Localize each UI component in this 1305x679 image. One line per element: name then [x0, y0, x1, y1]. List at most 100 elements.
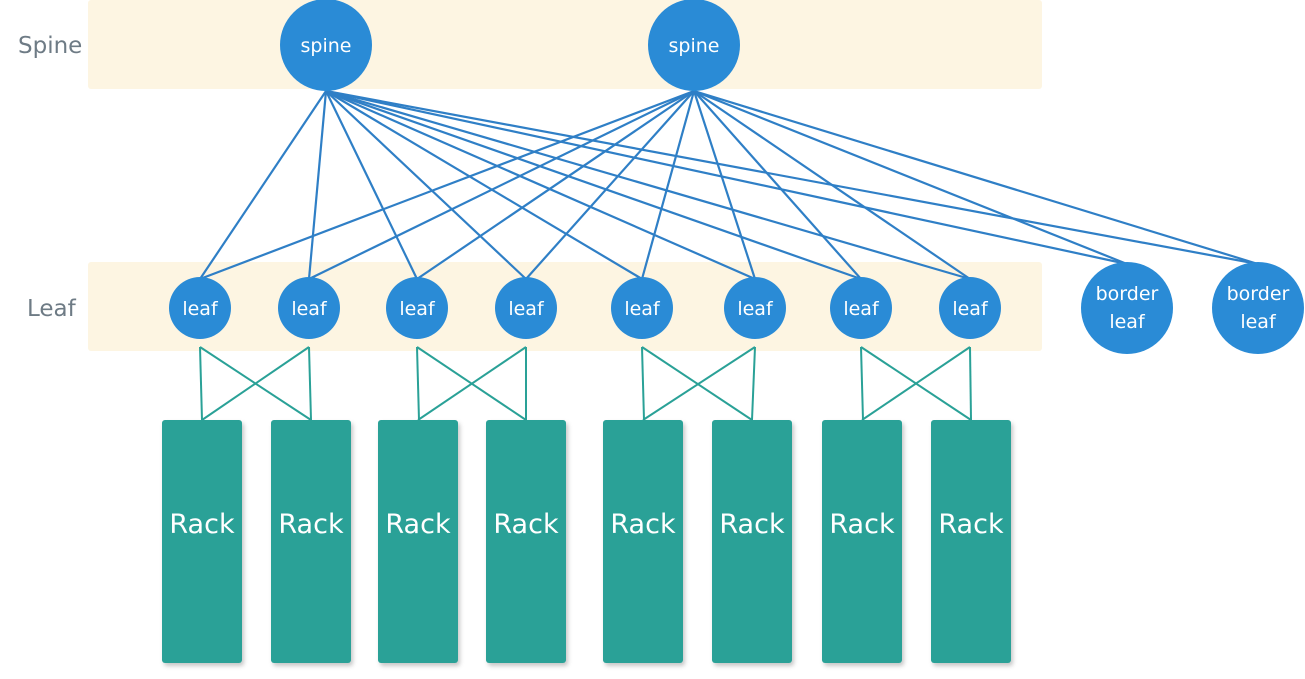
spine-tier-band [88, 0, 1042, 89]
link-leaf-1-rack-1 [199, 346, 203, 421]
link-spine-2-leaf-6 [692, 90, 757, 280]
leaf-1: leaf [169, 277, 231, 339]
rack-label: Rack [719, 509, 785, 540]
leaf-2: leaf [278, 277, 340, 339]
leaf-node-label: leaf [291, 298, 328, 320]
leaf-node-circle [611, 277, 673, 339]
rack-group: Rack Rack Rack Rack Rack Rack Rack Rack [162, 420, 1011, 663]
border-leaf-2: border leaf [1212, 262, 1304, 354]
link-spine-2-border-leaf-2 [693, 89, 1259, 266]
border-leaf-node-label: leaf [1109, 311, 1146, 333]
link-spine-2-leaf-3 [416, 90, 695, 280]
link-spine-1-border-leaf-2 [325, 89, 1259, 266]
link-spine-2-border-leaf-1 [693, 89, 1128, 266]
link-spine-1-border-leaf-1 [325, 89, 1128, 266]
link-leaf-3-rack-3 [416, 346, 420, 421]
link-spine-1-leaf-4 [325, 90, 527, 280]
leaf-node-circle [724, 277, 786, 339]
rack-box [162, 420, 242, 663]
leaf-node-circle [939, 277, 1001, 339]
leaf-node-circle [278, 277, 340, 339]
leaf-node-label: leaf [952, 298, 989, 320]
rack-8: Rack [931, 420, 1011, 663]
link-spine-1-leaf-3 [325, 90, 418, 280]
leaf-6: leaf [724, 277, 786, 339]
rack-label: Rack [278, 509, 344, 540]
link-spine-2-leaf-1 [199, 89, 695, 281]
switch-nodes: spine spine leaf leaf leaf leaf leaf leaf leaf le… [169, 0, 1304, 354]
link-leaf-4-rack-3 [417, 346, 527, 421]
rack-label: Rack [610, 509, 676, 540]
link-spine-2-leaf-8 [693, 90, 971, 280]
rack-6: Rack [712, 420, 792, 663]
leaf-node-label: leaf [508, 298, 545, 320]
rack-box [603, 420, 683, 663]
link-leaf-5-rack-5 [641, 346, 645, 421]
border-leaf-node-label: border [1227, 283, 1290, 305]
leaf-node-label: leaf [624, 298, 661, 320]
leaf-node-circle [830, 277, 892, 339]
rack-4: Rack [486, 420, 566, 663]
spine-1: spine [280, 0, 372, 91]
leaf-8: leaf [939, 277, 1001, 339]
rack-box [712, 420, 792, 663]
link-spine-1-leaf-5 [325, 90, 643, 280]
spine-node-label: spine [669, 35, 720, 57]
rack-5: Rack [603, 420, 683, 663]
leaf-node-label: leaf [737, 298, 774, 320]
leaf-tier-label: Leaf [27, 296, 77, 322]
rack-box [931, 420, 1011, 663]
link-leaf-7-rack-7 [860, 346, 864, 421]
leaf-tier-band [88, 262, 1042, 351]
leaf-node-label: leaf [843, 298, 880, 320]
link-leaf-6-rack-5 [642, 346, 756, 421]
spine-node-label: spine [301, 35, 352, 57]
link-leaf-5-rack-6 [641, 346, 753, 421]
border-leaf-1: border leaf [1081, 262, 1173, 354]
leaf-node-label: leaf [399, 298, 436, 320]
leaf-rack-links [199, 346, 972, 421]
leaf-node-circle [169, 277, 231, 339]
link-spine-1-leaf-8 [325, 89, 971, 281]
rack-1: Rack [162, 420, 242, 663]
rack-label: Rack [169, 509, 235, 540]
rack-box [378, 420, 458, 663]
border-leaf-node-label: border [1096, 283, 1159, 305]
link-spine-1-leaf-1 [199, 90, 327, 280]
spine-node-circle [648, 0, 740, 91]
rack-label: Rack [493, 509, 559, 540]
link-leaf-8-rack-7 [861, 346, 971, 421]
leaf-3: leaf [386, 277, 448, 339]
leaf-node-circle [495, 277, 557, 339]
link-leaf-6-rack-6 [751, 346, 756, 421]
link-spine-2-leaf-7 [693, 90, 862, 280]
rack-label: Rack [829, 509, 895, 540]
spine-2: spine [648, 0, 740, 91]
link-spine-2-leaf-2 [308, 90, 695, 280]
link-spine-1-leaf-2 [307, 90, 328, 280]
link-spine-1-leaf-6 [325, 89, 756, 281]
border-leaf-node-label: leaf [1240, 311, 1277, 333]
link-spine-1-leaf-7 [325, 89, 862, 281]
link-leaf-2-rack-1 [201, 346, 310, 421]
link-leaf-8-rack-8 [969, 346, 972, 421]
link-spine-2-leaf-4 [525, 90, 695, 280]
link-leaf-2-rack-2 [308, 346, 312, 421]
rack-2: Rack [271, 420, 351, 663]
spine-tier-label: Spine [18, 33, 82, 59]
rack-label: Rack [938, 509, 1004, 540]
border-leaf-node-circle [1081, 262, 1173, 354]
rack-7: Rack [822, 420, 902, 663]
rack-box [486, 420, 566, 663]
rack-label: Rack [385, 509, 451, 540]
link-spine-2-leaf-5 [640, 90, 696, 280]
leaf-7: leaf [830, 277, 892, 339]
spine-leaf-links [199, 89, 1259, 281]
spine-node-circle [280, 0, 372, 91]
rack-box [822, 420, 902, 663]
leaf-4: leaf [495, 277, 557, 339]
rack-3: Rack [378, 420, 458, 663]
border-leaf-node-circle [1212, 262, 1304, 354]
leaf-5: leaf [611, 277, 673, 339]
